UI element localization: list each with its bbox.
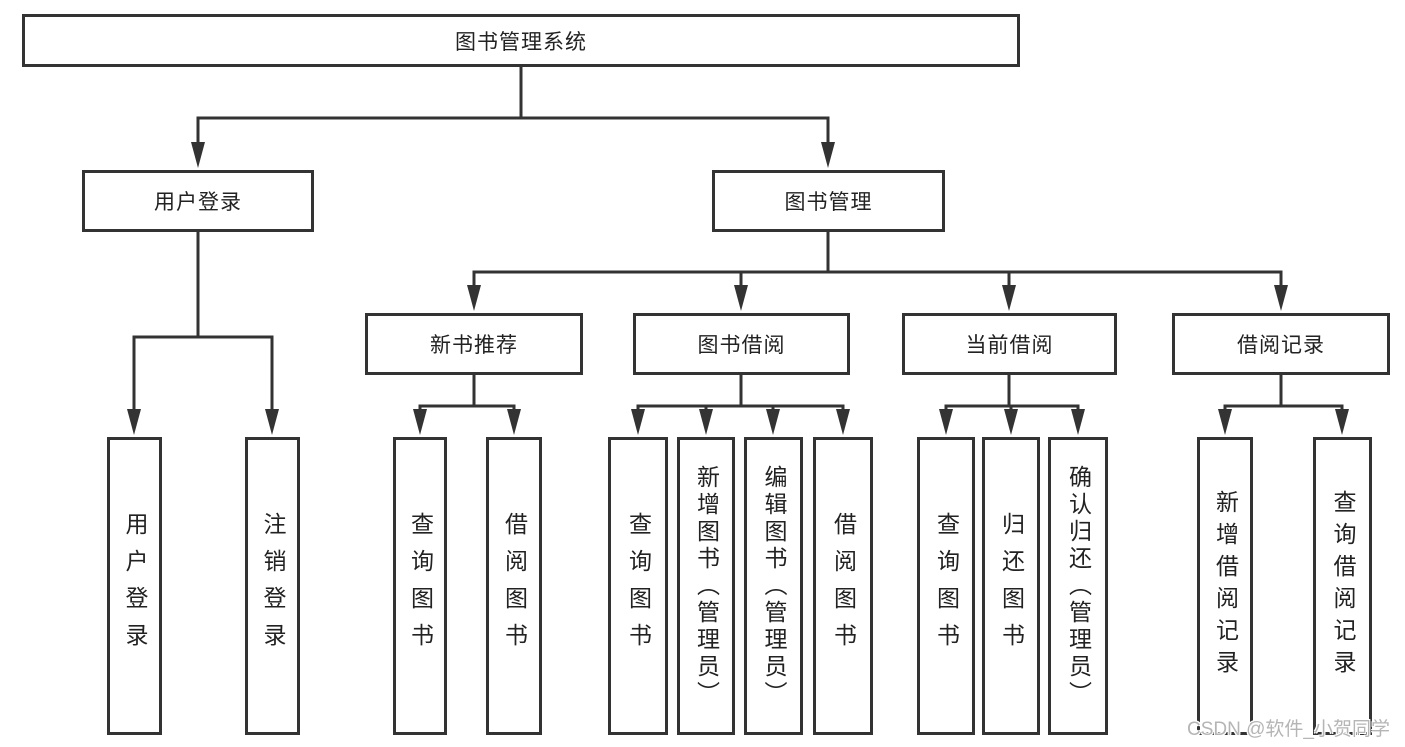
leaf-logout-label: 注销登录 bbox=[260, 512, 286, 660]
connector-new-book-rec-children bbox=[418, 375, 516, 413]
node-borrow-records: 借阅记录 bbox=[1172, 313, 1390, 375]
leaf-query-borrow-record-label: 查询借阅记录 bbox=[1330, 490, 1356, 682]
arrowheads bbox=[127, 142, 1349, 435]
arrowhead bbox=[836, 409, 850, 435]
node-new-book-recommend-label: 新书推荐 bbox=[430, 334, 518, 357]
leaf-query-books-borrow-label: 查询图书 bbox=[625, 512, 652, 660]
leaf-borrow-books-label: 借阅图书 bbox=[830, 512, 857, 660]
node-book-borrow: 图书借阅 bbox=[633, 313, 850, 375]
leaf-query-books-borrow: 查询图书 bbox=[608, 437, 668, 735]
leaf-return-books-label: 归还图书 bbox=[998, 512, 1025, 660]
leaf-logout: 注销登录 bbox=[245, 437, 300, 735]
leaf-user-login-label: 用户登录 bbox=[122, 512, 148, 660]
leaf-edit-books-admin: 编辑图书（管理员） bbox=[744, 437, 803, 735]
leaf-borrow-books-recommend-label: 借阅图书 bbox=[501, 512, 528, 660]
node-root: 图书管理系统 bbox=[22, 14, 1020, 67]
leaf-query-books-current: 查询图书 bbox=[917, 437, 975, 735]
node-book-management-label: 图书管理 bbox=[784, 191, 873, 214]
arrowhead bbox=[1071, 409, 1085, 435]
arrowhead bbox=[631, 409, 645, 435]
arrowhead bbox=[127, 409, 141, 435]
leaf-confirm-return-admin-label: 确认归还（管理员） bbox=[1065, 464, 1092, 708]
leaf-add-books-admin: 新增图书（管理员） bbox=[677, 437, 735, 735]
arrowhead bbox=[699, 409, 713, 435]
arrowhead bbox=[1335, 409, 1349, 435]
leaf-add-borrow-record: 新增借阅记录 bbox=[1197, 437, 1253, 735]
node-user-login: 用户登录 bbox=[82, 170, 314, 232]
node-borrow-records-label: 借阅记录 bbox=[1237, 334, 1325, 357]
leaf-add-books-admin-label: 新增图书（管理员） bbox=[693, 464, 720, 708]
leaf-confirm-return-admin: 确认归还（管理员） bbox=[1048, 437, 1108, 735]
arrowhead bbox=[191, 142, 205, 168]
csdn-watermark: CSDN @软件_小贺同学 bbox=[1187, 719, 1390, 740]
arrowhead bbox=[413, 409, 427, 435]
node-current-borrow-label: 当前借阅 bbox=[965, 334, 1054, 357]
leaf-query-books-recommend-label: 查询图书 bbox=[407, 512, 434, 660]
leaf-user-login: 用户登录 bbox=[107, 437, 162, 735]
leaf-borrow-books: 借阅图书 bbox=[813, 437, 873, 735]
node-book-borrow-label: 图书借阅 bbox=[697, 334, 786, 357]
arrowhead bbox=[265, 409, 279, 435]
node-root-label: 图书管理系统 bbox=[455, 30, 587, 54]
arrowhead bbox=[1218, 409, 1232, 435]
leaf-return-books: 归还图书 bbox=[982, 437, 1040, 735]
leaf-query-books-current-label: 查询图书 bbox=[933, 512, 960, 660]
connector-book-mgmt-children bbox=[472, 232, 1283, 289]
node-current-borrow: 当前借阅 bbox=[902, 313, 1117, 375]
node-new-book-recommend: 新书推荐 bbox=[365, 313, 583, 375]
arrowhead bbox=[1002, 285, 1016, 311]
connector-current-borrow-children bbox=[944, 375, 1080, 413]
leaf-add-borrow-record-label: 新增借阅记录 bbox=[1212, 490, 1239, 682]
node-book-management: 图书管理 bbox=[712, 170, 945, 232]
arrowhead bbox=[1004, 409, 1018, 435]
arrowhead bbox=[507, 409, 521, 435]
arrowhead bbox=[734, 285, 748, 311]
arrowhead bbox=[1274, 285, 1288, 311]
leaf-query-books-recommend: 查询图书 bbox=[393, 437, 447, 735]
connector-borrow-records-children bbox=[1223, 375, 1344, 413]
node-user-login-label: 用户登录 bbox=[154, 191, 242, 214]
leaf-edit-books-admin-label: 编辑图书（管理员） bbox=[761, 464, 787, 708]
connector-user-login-children bbox=[132, 232, 274, 413]
connector-paths bbox=[132, 67, 1344, 413]
connector-root-to-level1 bbox=[196, 67, 830, 146]
connector-book-borrow-children bbox=[636, 375, 845, 413]
arrowhead bbox=[939, 409, 953, 435]
arrowhead bbox=[467, 285, 481, 311]
leaf-query-borrow-record: 查询借阅记录 bbox=[1313, 437, 1372, 735]
arrowhead bbox=[821, 142, 835, 168]
arrowhead bbox=[766, 409, 780, 435]
leaf-borrow-books-recommend: 借阅图书 bbox=[486, 437, 542, 735]
